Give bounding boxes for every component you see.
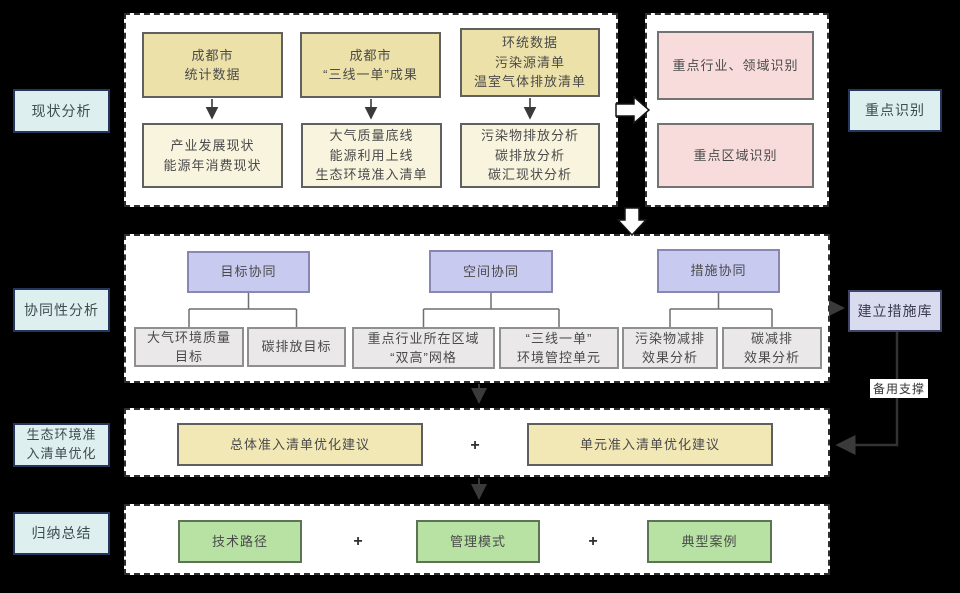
identify-box-region: 重点区域识别 xyxy=(657,123,814,188)
optimize-box-unit-list: 单元准入清单优化建议 xyxy=(527,423,773,466)
optimize-box-overall-list: 总体准入清单优化建议 xyxy=(177,423,423,466)
plus-sign-optimization: + xyxy=(470,437,480,454)
source-box-three-lines-one-list: 成都市 “三线一单”成果 xyxy=(300,32,441,98)
summary-box-typical-case: 典型案例 xyxy=(647,520,772,563)
left-label-synergy-analysis: 协同性分析 xyxy=(13,288,110,332)
right-label-key-identification: 重点识别 xyxy=(848,89,942,132)
measure-library-box: 建立措施库 xyxy=(848,290,942,332)
synergy-child-double-high-grid: 重点行业所在区域 “双高”网格 xyxy=(352,327,495,369)
synergy-child-carbon-reduction: 碳减排 效果分析 xyxy=(722,327,822,369)
synergy-header-goal: 目标协同 xyxy=(187,251,310,293)
synergy-child-pollutant-reduction: 污染物减排 效果分析 xyxy=(622,327,718,369)
synergy-child-control-units: “三线一单” 环境管控单元 xyxy=(499,327,619,369)
analysis-box-baselines: 大气质量底线 能源利用上线 生态环境准入清单 xyxy=(301,123,442,188)
source-box-emission-inventories: 环统数据 污染源清单 温室气体排放清单 xyxy=(460,28,600,97)
plus-sign-summary-1: + xyxy=(353,533,363,550)
plus-sign-summary-2: + xyxy=(588,533,598,550)
synergy-child-carbon-goal: 碳排放目标 xyxy=(247,327,346,367)
synergy-child-air-quality-goal: 大气环境质量 目标 xyxy=(134,327,244,367)
analysis-box-industry-energy: 产业发展现状 能源年消费现状 xyxy=(142,123,283,188)
left-label-summary: 归纳总结 xyxy=(13,512,110,555)
summary-box-technical-path: 技术路径 xyxy=(178,520,302,563)
left-label-access-list-optimization: 生态环境准 入清单优化 xyxy=(13,423,110,467)
identify-box-industry-field: 重点行业、领域识别 xyxy=(657,31,814,100)
analysis-box-emissions: 污染物排放分析 碳排放分析 碳汇现状分析 xyxy=(460,123,600,188)
synergy-header-spatial: 空间协同 xyxy=(429,250,553,293)
source-box-chengdu-statistics: 成都市 统计数据 xyxy=(142,32,283,98)
left-label-status-analysis: 现状分析 xyxy=(13,89,110,133)
block-arrow-down-icon xyxy=(616,207,648,237)
summary-box-management-model: 管理模式 xyxy=(416,520,540,563)
backup-support-tag: 备用支撑 xyxy=(870,379,929,398)
synergy-header-measure: 措施协同 xyxy=(657,249,780,293)
